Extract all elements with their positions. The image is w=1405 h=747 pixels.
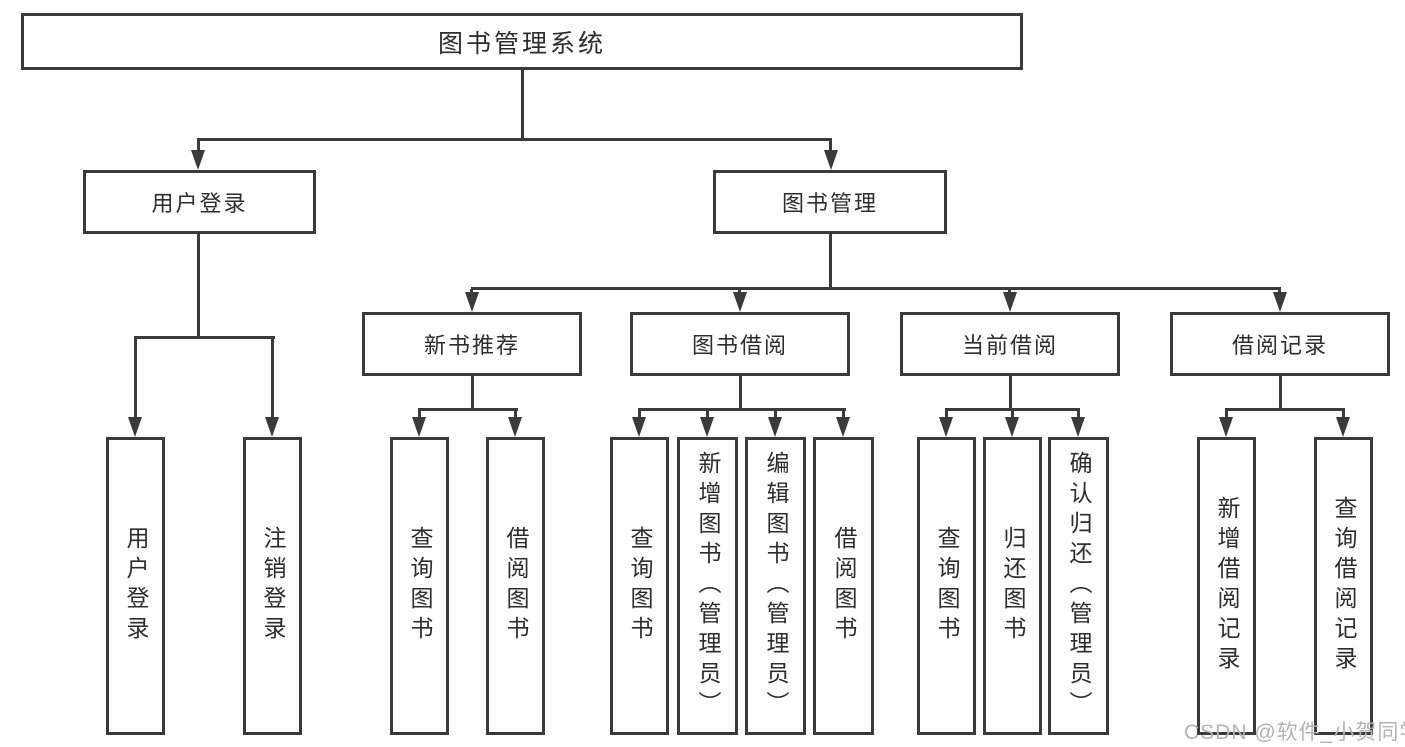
arrow-down-icon xyxy=(632,417,646,437)
arrow-down-icon xyxy=(128,417,142,437)
connector-line xyxy=(1342,410,1345,419)
node-leaf-borrowing-query-books: 查询图书 xyxy=(610,437,669,735)
connector-line xyxy=(638,408,846,411)
connector-line xyxy=(521,69,524,140)
node-leaf-logout-label: 注销登录 xyxy=(260,526,286,646)
arrow-down-icon xyxy=(1273,292,1287,312)
arrow-down-icon xyxy=(1219,417,1233,437)
arrow-down-icon xyxy=(733,292,747,312)
node-new-book-recommend: 新书推荐 xyxy=(362,312,582,376)
arrow-down-icon xyxy=(768,417,782,437)
node-leaf-recommend-borrow-books-label: 借阅图书 xyxy=(503,526,529,646)
node-leaf-add-books-admin-label: 新增图书（管理员） xyxy=(695,451,721,721)
node-current-borrowing-label: 当前借阅 xyxy=(961,333,1058,358)
connector-line xyxy=(418,410,421,419)
node-leaf-recommend-borrow-books: 借阅图书 xyxy=(486,437,545,735)
connector-line xyxy=(1011,410,1014,419)
node-leaf-return-books-label: 归还图书 xyxy=(1000,526,1026,646)
connector-line xyxy=(738,289,741,294)
arrow-down-icon xyxy=(939,417,953,437)
node-leaf-recommend-query-books: 查询图书 xyxy=(390,437,449,735)
node-book-borrowing-label: 图书借阅 xyxy=(691,333,788,358)
connector-line xyxy=(418,408,518,411)
connector-line xyxy=(842,410,845,419)
connector-line xyxy=(1009,375,1012,410)
node-root-label: 图书管理系统 xyxy=(437,29,606,58)
connector-line xyxy=(470,289,473,294)
arrow-down-icon xyxy=(412,417,426,437)
node-user-login-label: 用户登录 xyxy=(151,191,248,216)
arrow-down-icon xyxy=(1003,292,1017,312)
node-book-management: 图书管理 xyxy=(713,170,947,234)
arrow-down-icon xyxy=(836,417,850,437)
connector-line xyxy=(471,287,1281,290)
arrow-down-icon xyxy=(824,150,838,170)
node-user-login: 用户登录 xyxy=(83,170,316,234)
node-leaf-user-login: 用户登录 xyxy=(106,437,165,735)
connector-line xyxy=(706,410,709,419)
arrow-down-icon xyxy=(508,417,522,437)
node-leaf-user-login-label: 用户登录 xyxy=(123,526,149,646)
node-borrowing-records-label: 借阅记录 xyxy=(1231,333,1328,358)
node-leaf-borrowing-borrow-books-label: 借阅图书 xyxy=(831,526,857,646)
connector-line xyxy=(774,410,777,419)
connector-line xyxy=(829,233,832,289)
arrow-down-icon xyxy=(1005,417,1019,437)
csdn-watermark: CSDN @软件_小贺同学 xyxy=(1184,721,1405,744)
node-leaf-logout: 注销登录 xyxy=(243,437,302,735)
connector-line xyxy=(739,375,742,410)
connector-line xyxy=(197,138,832,141)
node-book-borrowing: 图书借阅 xyxy=(630,312,850,376)
node-leaf-recommend-query-books-label: 查询图书 xyxy=(407,526,433,646)
connector-line xyxy=(945,408,1080,411)
connector-line xyxy=(1278,289,1281,294)
node-leaf-query-borrow-record-label: 查询借阅记录 xyxy=(1331,496,1357,676)
arrow-down-icon xyxy=(265,417,279,437)
node-book-management-label: 图书管理 xyxy=(781,191,878,216)
connector-line xyxy=(271,338,274,419)
connector-line xyxy=(1008,289,1011,294)
node-leaf-borrowing-query-books-label: 查询图书 xyxy=(627,526,653,646)
node-leaf-current-query-books: 查询图书 xyxy=(917,437,976,735)
node-leaf-borrowing-borrow-books: 借阅图书 xyxy=(813,437,874,735)
node-leaf-query-borrow-record: 查询借阅记录 xyxy=(1314,437,1373,735)
node-leaf-edit-books-admin: 编辑图书（管理员） xyxy=(745,437,806,735)
node-leaf-confirm-return-admin-label: 确认归还（管理员） xyxy=(1066,451,1092,721)
arrow-down-icon xyxy=(700,417,714,437)
node-leaf-add-borrow-record: 新增借阅记录 xyxy=(1197,437,1256,735)
connector-line xyxy=(197,233,200,338)
node-new-book-recommend-label: 新书推荐 xyxy=(423,333,520,358)
node-leaf-add-books-admin: 新增图书（管理员） xyxy=(677,437,738,735)
connector-line xyxy=(1077,410,1080,419)
connector-line xyxy=(471,375,474,410)
connector-line xyxy=(1279,375,1282,410)
arrow-down-icon xyxy=(465,292,479,312)
arrow-down-icon xyxy=(1071,417,1085,437)
arrow-down-icon xyxy=(191,150,205,170)
connector-line xyxy=(829,140,832,152)
connector-line xyxy=(514,410,517,419)
connector-line xyxy=(134,338,137,419)
node-leaf-confirm-return-admin: 确认归还（管理员） xyxy=(1048,437,1109,735)
node-leaf-add-borrow-record-label: 新增借阅记录 xyxy=(1214,496,1240,676)
node-borrowing-records: 借阅记录 xyxy=(1170,312,1390,376)
node-leaf-current-query-books-label: 查询图书 xyxy=(934,526,960,646)
node-leaf-edit-books-admin-label: 编辑图书（管理员） xyxy=(763,451,789,721)
node-root: 图书管理系统 xyxy=(21,13,1023,70)
connector-line xyxy=(134,336,275,339)
connector-line xyxy=(1225,410,1228,419)
arrow-down-icon xyxy=(1336,417,1350,437)
node-leaf-return-books: 归还图书 xyxy=(983,437,1042,735)
connector-line xyxy=(945,410,948,419)
connector-line xyxy=(638,410,641,419)
connector-line xyxy=(197,140,200,152)
node-current-borrowing: 当前借阅 xyxy=(900,312,1120,376)
connector-line xyxy=(1225,408,1345,411)
